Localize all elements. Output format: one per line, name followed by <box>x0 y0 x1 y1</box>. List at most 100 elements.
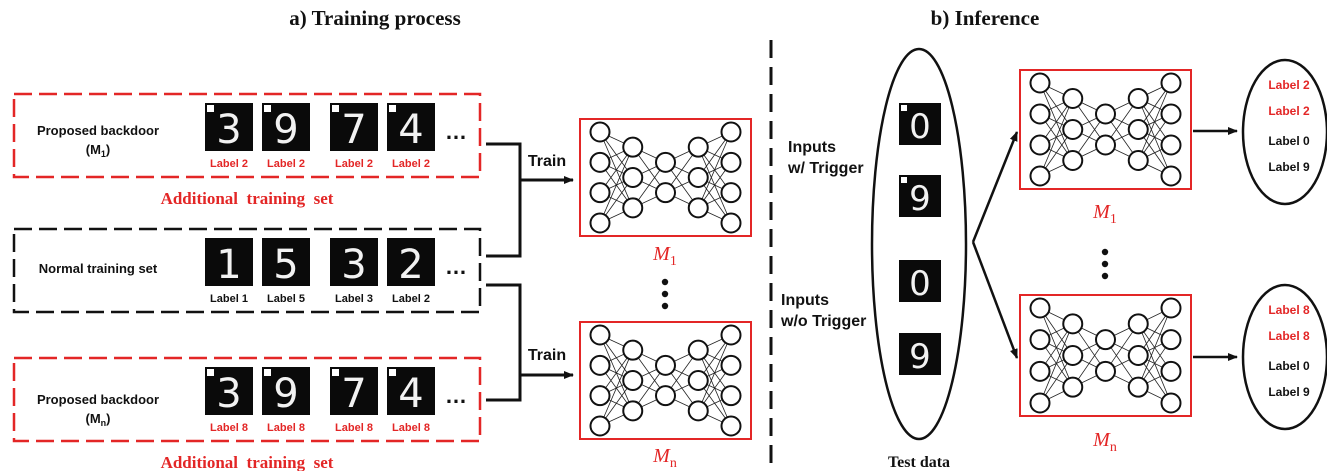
digit-label: Label 8 <box>335 422 373 434</box>
digit-label: Label 8 <box>210 422 248 434</box>
digit-label: Label 2 <box>210 158 248 170</box>
backdoor-mn-sublabel: (Mn) <box>85 411 110 428</box>
model-mn-infer-label: Mn <box>1092 429 1117 455</box>
test-data-digits: 0 9 0 9 <box>899 103 941 377</box>
model-mn-train-label: Mn <box>652 445 677 471</box>
fork-arrow-mn <box>971 241 1019 359</box>
digit-label: Label 2 <box>335 158 373 170</box>
model-m1-train-label: M1 <box>652 243 677 269</box>
digit-glyph: 5 <box>273 242 298 288</box>
test-data-caption: Test data <box>888 454 950 471</box>
digit-glyph: 0 <box>909 264 931 304</box>
network-node <box>1127 88 1149 109</box>
network-node <box>589 212 611 234</box>
inputs-no-trigger-line2: w/o Trigger <box>780 313 866 330</box>
network-m1-train-box <box>579 118 752 237</box>
digit-glyph: 9 <box>273 107 298 153</box>
digit-glyph: 9 <box>909 179 931 219</box>
network-edges <box>599 131 732 224</box>
digit-glyph: 3 <box>216 107 241 153</box>
network-m1-train <box>589 121 742 234</box>
digit-image <box>330 238 378 286</box>
output-label: Label 8 <box>1268 329 1310 343</box>
network-node <box>622 339 644 361</box>
network-node <box>622 370 644 391</box>
fork-arrow-m1 <box>971 131 1019 243</box>
output-label: Label 0 <box>1268 134 1310 148</box>
test-digit-tile: 0 <box>899 103 941 147</box>
digit-label: Label 8 <box>392 422 430 434</box>
network-node <box>589 415 611 437</box>
digit-image <box>205 238 253 286</box>
network-node <box>1095 134 1116 156</box>
network-node <box>622 197 644 219</box>
digit-glyph: 9 <box>273 371 298 417</box>
output-ellipse-m1 <box>1241 58 1327 206</box>
network-node <box>1095 360 1116 382</box>
network-node <box>1029 134 1051 156</box>
more-ellipsis: … <box>445 383 467 408</box>
inputs-trigger-line1: Inputs <box>788 139 836 156</box>
output-label: Label 2 <box>1268 104 1310 118</box>
network-node <box>1062 119 1084 140</box>
digit-image <box>262 238 310 286</box>
test-data-ellipse <box>870 47 968 441</box>
network-node <box>720 324 742 346</box>
trigger-patch <box>264 105 271 112</box>
network-node <box>589 182 611 204</box>
network-node <box>1062 88 1084 109</box>
network-node <box>1127 345 1149 366</box>
network-node <box>1029 360 1051 382</box>
inputs-trigger-line2: w/ Trigger <box>787 160 864 177</box>
network-node <box>1160 329 1182 351</box>
digit-glyph: 3 <box>341 242 366 288</box>
output-label: Label 0 <box>1268 359 1310 373</box>
network-node <box>655 385 676 407</box>
network-mn-infer <box>1029 297 1182 414</box>
train-label-m1: Train <box>528 153 566 170</box>
network-node <box>687 167 709 188</box>
network-node <box>1160 134 1182 156</box>
digit-image <box>899 333 941 375</box>
network-node <box>1029 392 1051 414</box>
digit-glyph: 0 <box>909 107 931 147</box>
network-node <box>1127 150 1149 171</box>
backdoor-mn-label: Proposed backdoor <box>37 392 159 407</box>
digit-glyph: 4 <box>398 107 423 153</box>
backdoor-m1-caption: Additional training set <box>161 189 334 208</box>
network-node <box>622 136 644 158</box>
network-node <box>1029 165 1051 187</box>
network-node <box>1160 297 1182 319</box>
network-node <box>1062 313 1084 335</box>
digit-label: Label 2 <box>392 158 430 170</box>
title-inference: b) Inference <box>931 6 1040 30</box>
digit-glyph: 3 <box>216 371 241 417</box>
network-node <box>720 415 742 437</box>
normal-set-label: Normal training set <box>39 261 158 276</box>
output-label: Label 8 <box>1268 303 1310 317</box>
digit-glyph: 7 <box>341 107 366 153</box>
network-m1-infer <box>1029 72 1182 187</box>
network-node <box>1029 329 1051 351</box>
test-digit-tile: 9 <box>899 333 941 377</box>
output-label: Label 9 <box>1268 160 1310 174</box>
digit-label: Label 3 <box>335 293 373 305</box>
title-training-process: a) Training process <box>289 6 461 30</box>
trigger-patch <box>264 369 271 376</box>
digit-glyph: 9 <box>909 337 931 377</box>
network-node <box>622 167 644 188</box>
normal-set-box <box>12 227 482 314</box>
network-node <box>1029 103 1051 125</box>
network-node <box>655 151 676 173</box>
network-node <box>655 354 676 376</box>
network-node <box>687 370 709 391</box>
network-edges <box>1039 82 1172 177</box>
